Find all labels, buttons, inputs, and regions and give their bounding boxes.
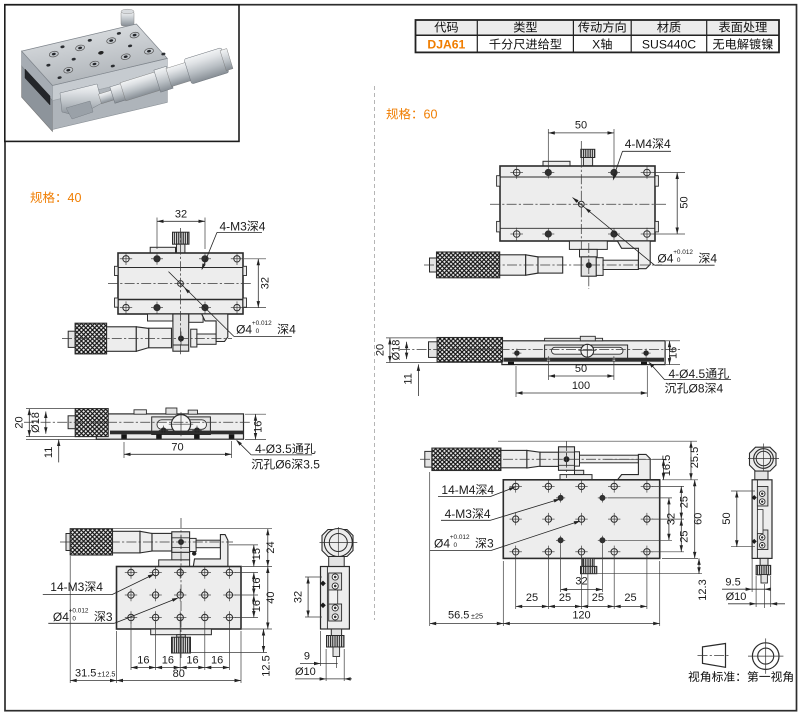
svg-text:25: 25 <box>678 531 690 543</box>
svg-text:4: 4 <box>259 220 266 234</box>
svg-text:4-M3: 4-M3 <box>220 220 248 234</box>
svg-text:0: 0 <box>72 616 76 623</box>
svg-text:25.5: 25.5 <box>689 447 701 468</box>
svg-text:0: 0 <box>256 328 260 335</box>
svg-text:24: 24 <box>265 541 277 553</box>
svg-text:32: 32 <box>293 591 305 603</box>
svg-text:40: 40 <box>265 592 277 604</box>
svg-text:70: 70 <box>171 441 183 453</box>
svg-text:4-M3: 4-M3 <box>445 507 473 521</box>
svg-text:16: 16 <box>211 655 223 667</box>
svg-text:4-Ø4.5: 4-Ø4.5 <box>669 367 706 381</box>
svg-text:11: 11 <box>43 447 55 458</box>
svg-text:0: 0 <box>454 542 458 549</box>
svg-text:40: 40 <box>68 191 82 205</box>
svg-text:120: 120 <box>572 609 590 621</box>
svg-text:0: 0 <box>677 257 681 264</box>
svg-text:16: 16 <box>186 655 198 667</box>
svg-text:32: 32 <box>260 277 272 289</box>
svg-text:+0.012: +0.012 <box>252 320 272 327</box>
svg-text:16: 16 <box>251 600 263 612</box>
svg-text:14-M3: 14-M3 <box>50 580 84 594</box>
svg-text:16: 16 <box>668 347 680 359</box>
svg-text:+0.012: +0.012 <box>673 249 693 256</box>
svg-text:25: 25 <box>624 592 636 604</box>
svg-text:60: 60 <box>424 108 438 122</box>
svg-text:Ø10: Ø10 <box>726 591 747 603</box>
svg-text:±12.5: ±12.5 <box>98 670 116 679</box>
svg-text:Ø18: Ø18 <box>391 340 403 361</box>
svg-text:4: 4 <box>289 323 296 337</box>
svg-text:11: 11 <box>403 373 415 384</box>
svg-text:DJA61: DJA61 <box>427 38 465 52</box>
svg-text:Ø8: Ø8 <box>689 382 705 396</box>
svg-text:9: 9 <box>304 651 310 663</box>
svg-text:50: 50 <box>721 512 733 524</box>
svg-text:4: 4 <box>717 382 724 396</box>
svg-text:X: X <box>592 38 600 52</box>
svg-text:14-M4: 14-M4 <box>441 483 475 497</box>
svg-text:SUS440C: SUS440C <box>642 38 696 52</box>
svg-text:3: 3 <box>106 610 113 624</box>
svg-text:4-M4: 4-M4 <box>625 137 653 151</box>
svg-text:50: 50 <box>679 196 691 208</box>
svg-text:15: 15 <box>251 548 263 560</box>
svg-text:25: 25 <box>526 592 538 604</box>
svg-text:25: 25 <box>678 496 690 508</box>
svg-text:16: 16 <box>253 421 265 433</box>
svg-text:16: 16 <box>251 578 263 590</box>
svg-text:+0.012: +0.012 <box>69 607 89 614</box>
svg-text:Ø4: Ø4 <box>53 610 69 624</box>
svg-text:12.3: 12.3 <box>697 579 709 600</box>
svg-text:Ø4: Ø4 <box>657 252 673 266</box>
svg-text:+0.012: +0.012 <box>450 534 470 541</box>
svg-text:32: 32 <box>666 513 678 525</box>
svg-text:12.5: 12.5 <box>261 655 273 676</box>
svg-text:Ø6: Ø6 <box>275 458 291 472</box>
svg-text:100: 100 <box>572 380 590 392</box>
svg-text:20: 20 <box>374 344 386 356</box>
svg-text:3: 3 <box>487 537 494 551</box>
svg-text:±25: ±25 <box>471 612 483 621</box>
svg-text:80: 80 <box>173 668 185 680</box>
svg-text:16: 16 <box>137 655 149 667</box>
svg-text:20: 20 <box>14 416 26 428</box>
svg-text:31.5: 31.5 <box>75 668 96 680</box>
svg-text:32: 32 <box>175 208 187 220</box>
svg-text:25: 25 <box>559 592 571 604</box>
svg-text:Ø4: Ø4 <box>236 323 252 337</box>
svg-text:Ø4: Ø4 <box>434 537 450 551</box>
svg-text:50: 50 <box>575 120 587 132</box>
svg-text:60: 60 <box>693 513 705 525</box>
svg-text:3.5: 3.5 <box>303 458 320 472</box>
svg-text:4: 4 <box>487 483 494 497</box>
svg-text:56.5: 56.5 <box>448 610 469 622</box>
svg-text:4: 4 <box>664 137 671 151</box>
svg-text:25: 25 <box>592 592 604 604</box>
svg-text:50: 50 <box>575 363 587 375</box>
svg-text:Ø18: Ø18 <box>30 412 42 433</box>
svg-text:4: 4 <box>710 252 717 266</box>
svg-text:16: 16 <box>162 655 174 667</box>
svg-text:9.5: 9.5 <box>725 577 740 589</box>
svg-text:4: 4 <box>484 507 491 521</box>
svg-text:4: 4 <box>96 580 103 594</box>
svg-text:16.5: 16.5 <box>661 455 673 476</box>
svg-text:4-Ø3.5: 4-Ø3.5 <box>255 442 292 456</box>
svg-text:Ø10: Ø10 <box>295 666 316 678</box>
